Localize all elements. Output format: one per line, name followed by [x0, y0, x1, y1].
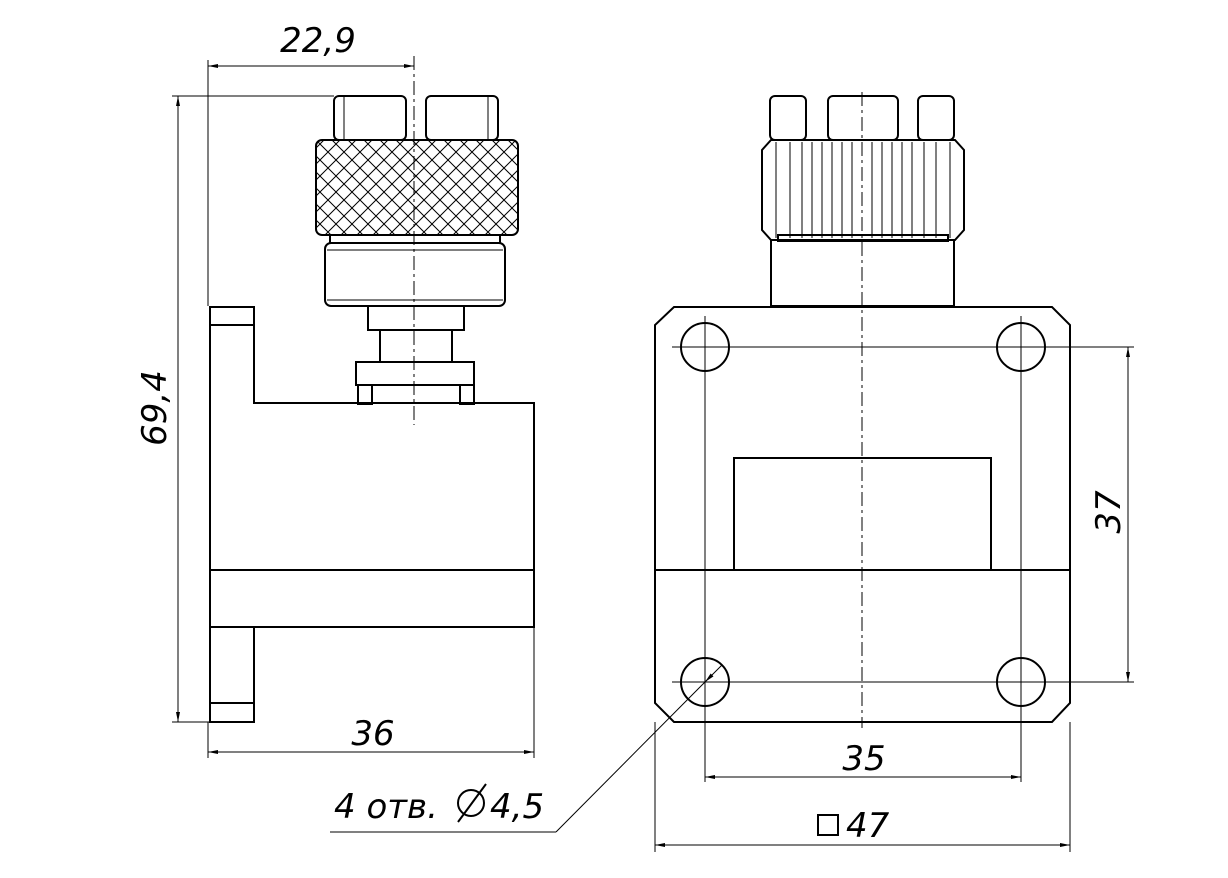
side-post-left: [357, 384, 373, 405]
dim-width-bottom: 36: [351, 714, 394, 754]
side-hex-left: [333, 95, 407, 141]
dim-height: 69,4: [135, 370, 175, 446]
dim-hole-spacing-horizontal: 35: [842, 739, 885, 779]
front-hex-center: [827, 95, 899, 141]
dim-square-size: 47: [846, 806, 890, 846]
side-knurled-nut: [315, 139, 519, 236]
square-symbol: [817, 814, 839, 836]
holes-callout: 4 отв. 4,5: [330, 664, 723, 833]
side-neck: [379, 329, 453, 363]
side-base-block: [355, 361, 475, 386]
front-flange-plate: [654, 306, 1071, 723]
dim-hole-spacing-vertical: 37: [1089, 490, 1129, 534]
side-collar-2: [329, 234, 501, 244]
front-knurl-lines: [775, 142, 951, 238]
front-hex-left: [769, 95, 807, 141]
dim-width-top: 22,9: [280, 21, 356, 61]
front-hex-right: [917, 95, 955, 141]
side-nut: [324, 242, 506, 307]
callout-leader: [555, 681, 706, 833]
callout-hole-diameter: 4,5: [490, 787, 544, 827]
callout-holes-count: 4 отв.: [334, 787, 438, 827]
front-knurled-nut: [761, 139, 965, 241]
side-hex-right: [425, 95, 499, 141]
diameter-symbol-circle: [457, 789, 485, 817]
side-post-right: [459, 384, 475, 405]
side-collar: [367, 305, 465, 331]
side-view: 22,9 69,4 36: [135, 21, 535, 758]
front-view: 37 35 47: [654, 92, 1134, 852]
diameter-symbol-stroke: [457, 783, 487, 823]
side-body-outline: [209, 306, 535, 723]
